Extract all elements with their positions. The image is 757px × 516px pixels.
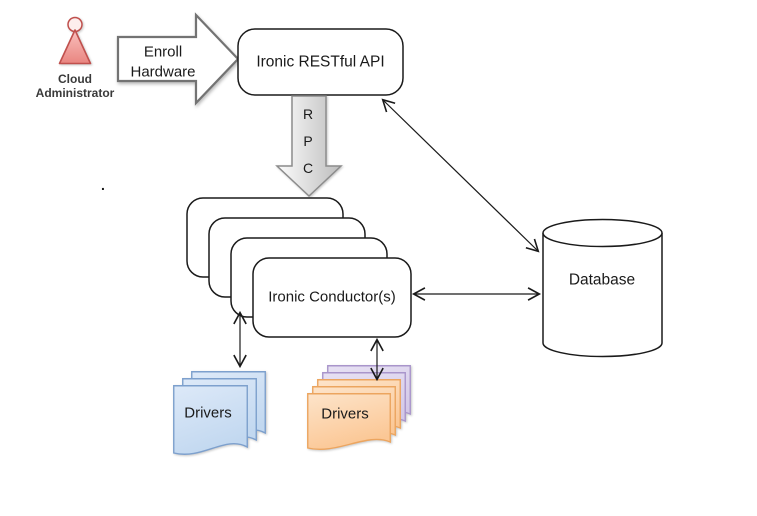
ironic-restful-api-box: [237, 28, 404, 96]
rpc-letter-r: R: [303, 106, 313, 122]
enroll-hardware-arrow: [116, 12, 240, 106]
actor-label-line1: Cloud: [58, 72, 92, 86]
rpc-letter-c: C: [303, 160, 313, 176]
rpc-arrow: [275, 95, 343, 198]
enroll-label-line2: Hardware: [130, 64, 195, 81]
drivers-stack-orange: Drivers: [307, 365, 411, 451]
drivers-blue-label: Drivers: [184, 405, 232, 422]
person-icon-body: [58, 29, 92, 65]
database-label: Database: [569, 272, 635, 289]
ironic-restful-api-label: Ironic RESTful API: [256, 54, 384, 71]
actor-label-line2: Administrator: [36, 86, 115, 100]
database-cylinder: Database: [542, 218, 663, 358]
drivers-orange-label: Drivers: [321, 406, 369, 423]
rpc-letter-p: P: [303, 133, 312, 149]
api-database-arrow: [381, 98, 540, 253]
cloud-administrator-actor: [58, 16, 92, 65]
stray-mark: .: [101, 177, 105, 193]
conductor-stack: Ironic Conductor(s): [186, 197, 412, 338]
drivers-stack-blue: Drivers: [173, 371, 266, 455]
enroll-label-line1: Enroll: [144, 44, 182, 61]
conductor-box-front: [252, 257, 412, 338]
conductor-label: Ironic Conductor(s): [268, 289, 396, 306]
